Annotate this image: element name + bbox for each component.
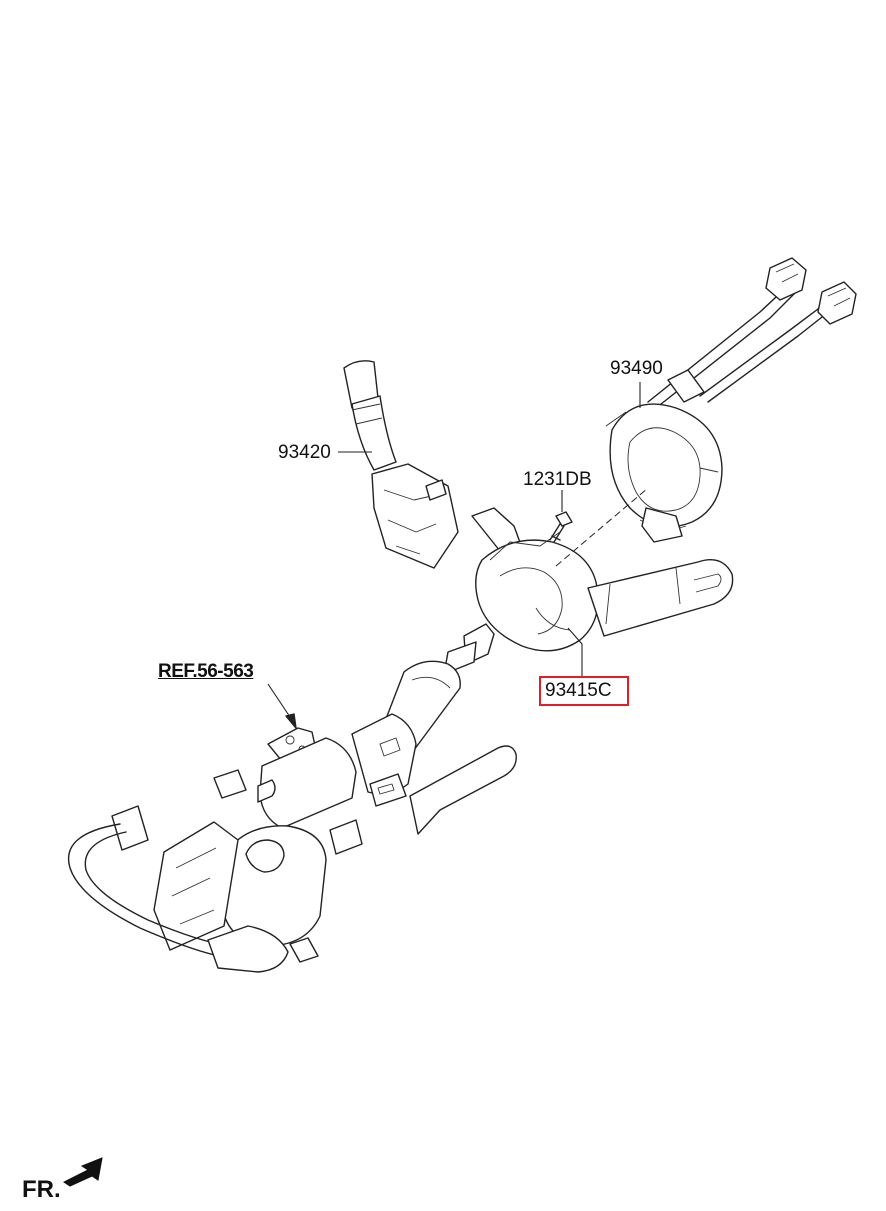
installation-dashed-line [555, 487, 649, 567]
steering-column-assembly[interactable] [68, 623, 517, 973]
fr-label: FR. [22, 1176, 61, 1203]
label-ref[interactable]: REF.56-563 [158, 661, 254, 682]
label-93415C: 93415C [545, 680, 612, 701]
label-93490: 93490 [610, 358, 663, 379]
arrow-icon [63, 1157, 103, 1187]
bolt-1231DB[interactable] [549, 511, 573, 543]
switch-93420[interactable] [343, 360, 459, 569]
highlight-box-93415C[interactable] [539, 676, 629, 706]
leader-ref-arrowhead [285, 713, 297, 729]
clock-spring-93490[interactable] [605, 257, 857, 543]
leader-ref [267, 683, 293, 721]
label-1231DB: 1231DB [523, 469, 592, 490]
switch-93415C[interactable] [471, 507, 734, 652]
leader-93415C [567, 627, 583, 676]
label-93420: 93420 [278, 442, 331, 463]
